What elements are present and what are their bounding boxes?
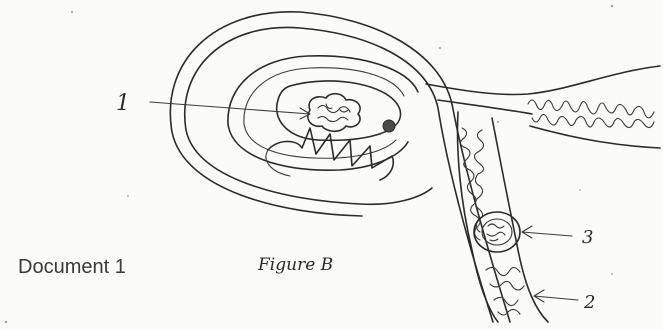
label-2: 2: [583, 292, 595, 313]
pointer-3: [522, 226, 572, 238]
document-label: Document 1: [18, 256, 126, 279]
figure-caption: Figure B: [257, 255, 333, 275]
right-folded-epithelium: [528, 100, 654, 118]
inner-cavity-wall: [228, 56, 418, 170]
small-body: [383, 120, 395, 132]
outer-wall: [185, 27, 493, 322]
label-1: 1: [116, 91, 130, 116]
right-lower-outline: [530, 126, 660, 148]
structure-1-texture: [318, 104, 350, 122]
folded-lining-base: [266, 150, 290, 176]
label-3: 3: [582, 227, 593, 248]
upper-duct: [426, 66, 660, 95]
pointer-2: [534, 290, 578, 302]
right-folded-epithelium-2: [532, 114, 654, 127]
structure-3-follicle: [474, 212, 520, 252]
